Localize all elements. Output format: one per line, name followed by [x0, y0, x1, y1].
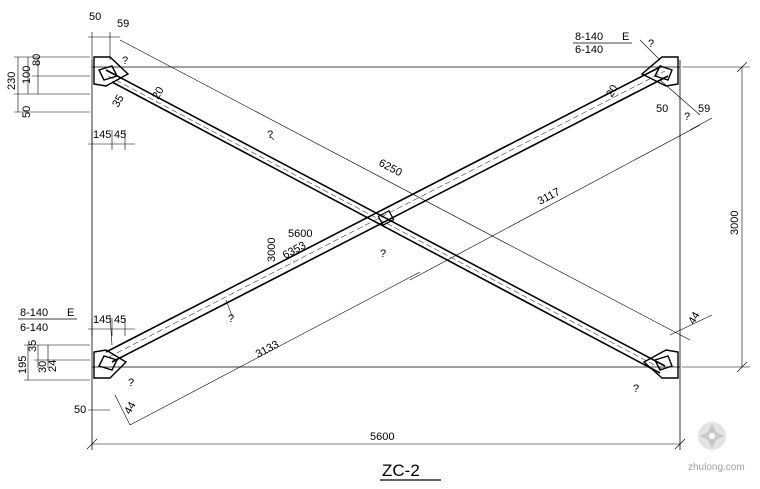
dim-bottom-left-35: 35	[27, 340, 39, 352]
drawing-title: ZC-2	[382, 461, 420, 480]
dim-left-45: 45	[114, 129, 126, 141]
dim-diag-3117: 3117	[536, 186, 563, 208]
dim-top-left-59: 59	[117, 18, 129, 30]
dim-bottom-44: 44	[122, 400, 139, 417]
dim-bottom-left-30: 30	[37, 361, 49, 373]
dim-left-80: 80	[31, 54, 43, 66]
dim-right-50: 50	[656, 103, 668, 115]
dim-right-59: 59	[698, 103, 710, 115]
question-mark: ?	[128, 377, 134, 389]
gusset-plate-bottom-right	[642, 349, 679, 379]
weld-mark-bottom-left: E	[67, 307, 74, 319]
dim-left-100: 100	[21, 66, 33, 84]
dim-diag-3133: 3133	[254, 339, 281, 361]
gusset-plate-bottom-left	[93, 349, 128, 379]
plate-label-bottom-left-1: 8-140	[20, 307, 48, 319]
dim-right-20: 20	[604, 83, 621, 100]
dim-bottom-50: 50	[74, 404, 86, 416]
dim-bottom-left-45: 45	[114, 314, 126, 326]
dim-mid-5600: 5600	[288, 228, 312, 240]
gusset-plate-top-right	[640, 56, 679, 87]
dim-left-50: 50	[21, 106, 33, 118]
weld-mark-top-right: E	[622, 31, 629, 43]
plate-labels: 8-140 E 6-140 8-140 E 6-140	[18, 31, 632, 334]
dim-diag-20-left: 20	[150, 85, 167, 102]
dim-bottom-left-145: 145	[93, 314, 111, 326]
dim-mid-3000: 3000	[266, 238, 278, 262]
question-mark: ?	[380, 248, 386, 260]
plate-label-bottom-left-2: 6-140	[20, 322, 48, 334]
gusset-plate-top-left	[93, 56, 130, 87]
brace-diagonal-2	[105, 65, 669, 363]
brace-diagonal-1	[105, 69, 666, 374]
plate-label-top-right-2: 6-140	[575, 44, 603, 56]
dim-right-44: 44	[686, 310, 703, 327]
question-marks: ? ? ? ? ? ? ? ?	[122, 38, 690, 395]
dim-mid-6353: 6353	[281, 240, 308, 262]
dim-bottom-5600: 5600	[370, 431, 394, 443]
question-mark: ?	[633, 383, 639, 395]
center-plate	[377, 209, 395, 227]
dim-bottom-left-24: 24	[47, 360, 59, 372]
dim-bottom-left-195: 195	[17, 356, 29, 374]
plate-label-top-right-1: 8-140	[575, 31, 603, 43]
question-mark: ?	[684, 111, 690, 123]
dim-diag-35: 35	[110, 93, 127, 110]
question-mark: ?	[228, 313, 234, 325]
dim-left-230: 230	[6, 72, 18, 90]
watermark-text: zhulong.com	[688, 462, 745, 473]
dimension-lines	[14, 32, 750, 450]
frame-lines	[91, 60, 681, 450]
question-mark: ?	[122, 55, 128, 67]
watermark-logo	[698, 422, 726, 450]
question-mark: ?	[648, 38, 654, 50]
dim-left-145: 145	[93, 129, 111, 141]
dim-top-left-50: 50	[89, 11, 101, 23]
dim-right-3000: 3000	[729, 211, 741, 235]
dim-diag-6250: 6250	[377, 157, 404, 179]
question-mark: ?	[267, 129, 273, 141]
